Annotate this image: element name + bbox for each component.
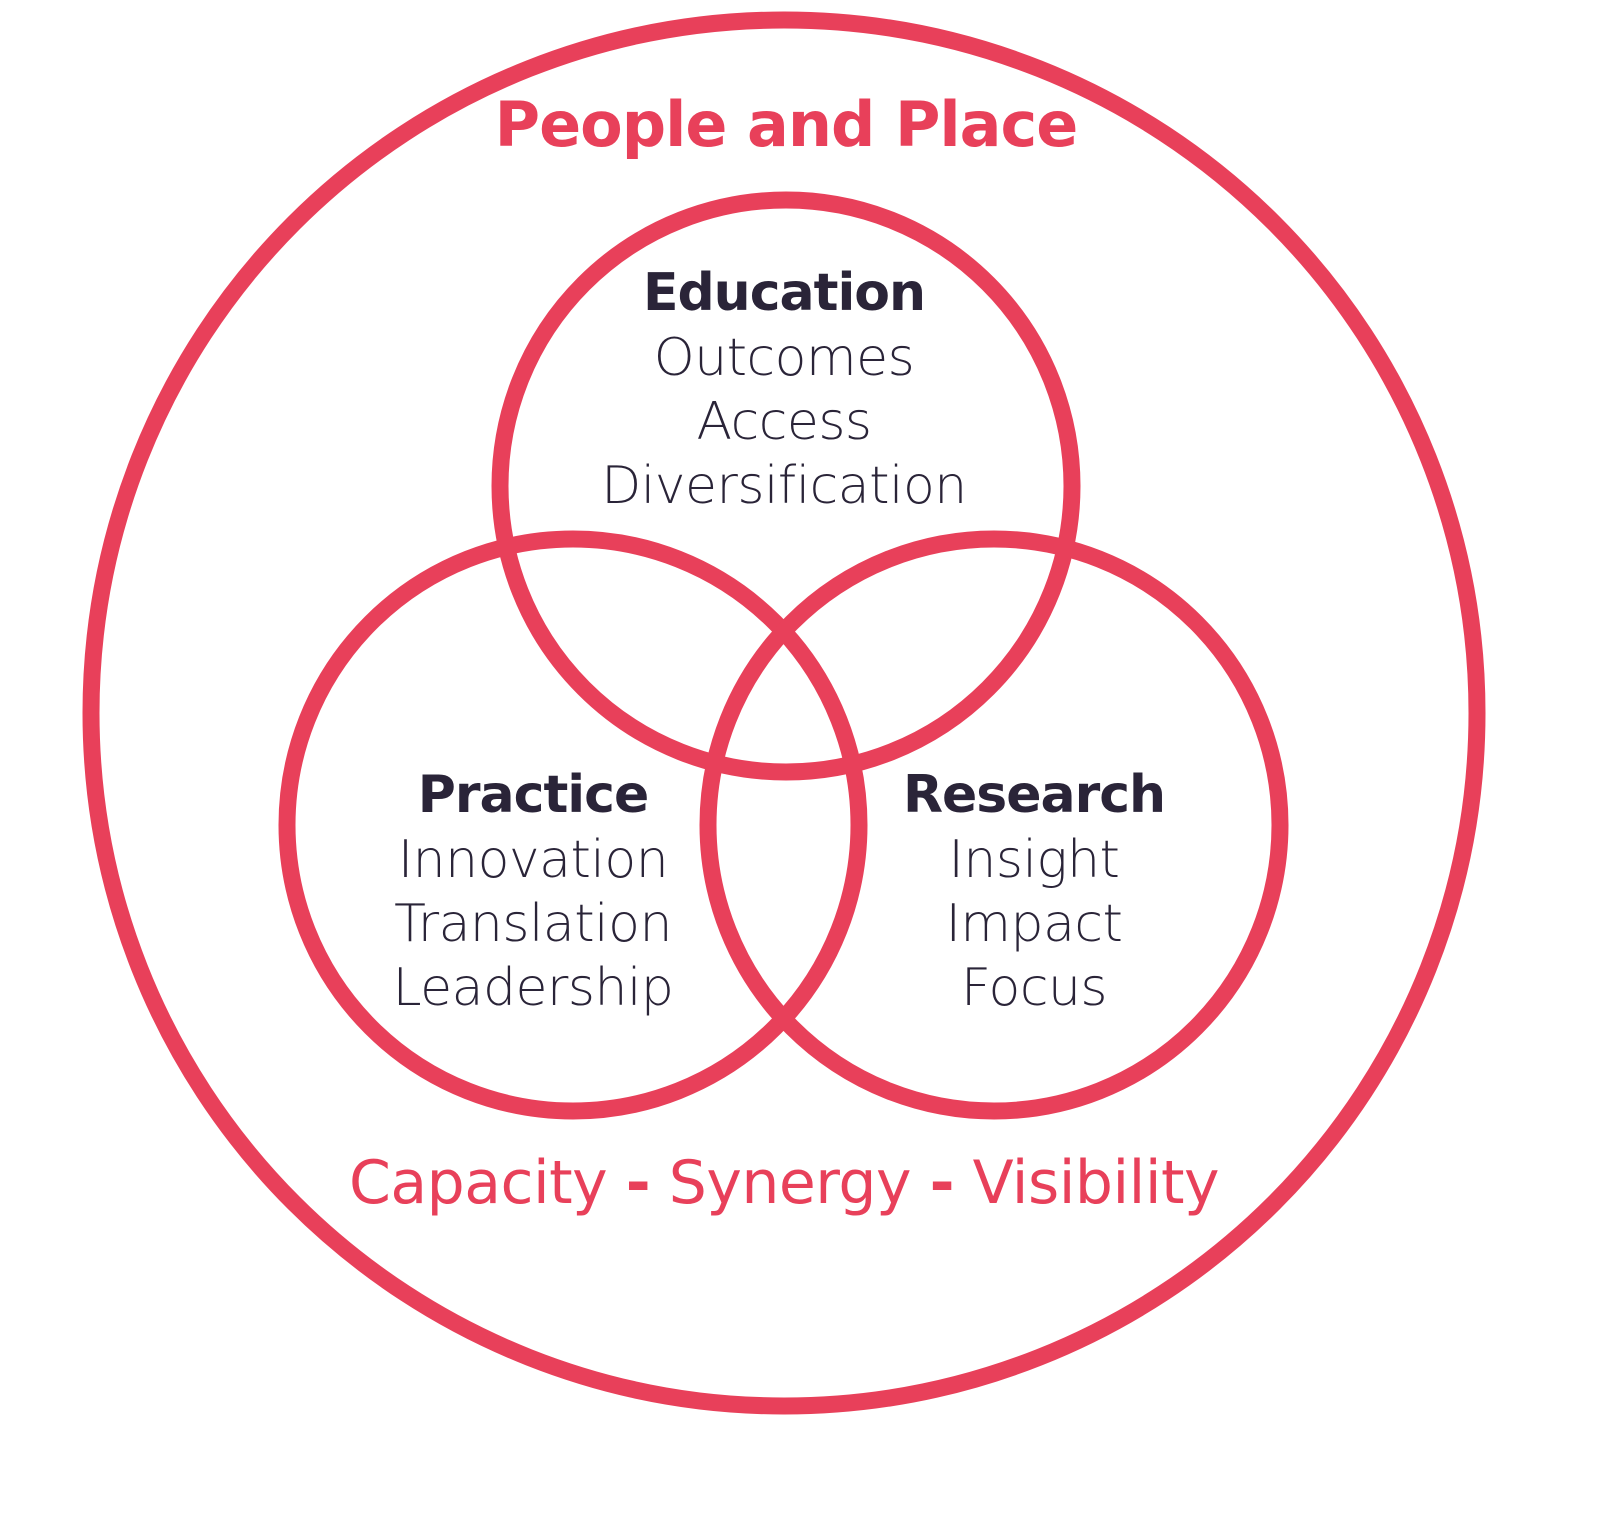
circle-research bbox=[699, 530, 1289, 1120]
education-heading: Education bbox=[642, 263, 926, 323]
education-item: Diversification bbox=[601, 456, 967, 516]
practice-item: Innovation bbox=[397, 830, 669, 890]
research-item: Insight bbox=[948, 830, 1120, 890]
practice-item: Translation bbox=[394, 894, 672, 954]
education-group: Education Outcomes Access Diversificatio… bbox=[601, 260, 967, 518]
circle-education bbox=[491, 191, 1081, 781]
footer-item-synergy: Synergy bbox=[668, 1148, 912, 1218]
outer-circle-people-and-place bbox=[82, 11, 1486, 1415]
circle-practice bbox=[278, 530, 868, 1120]
research-item: Focus bbox=[960, 958, 1108, 1018]
research-item: Impact bbox=[945, 894, 1123, 954]
practice-heading: Practice bbox=[417, 765, 649, 825]
education-item: Outcomes bbox=[653, 328, 915, 388]
footer-item-capacity: Capacity bbox=[348, 1148, 608, 1218]
education-item: Access bbox=[696, 392, 872, 452]
footer-item-visibility: Visibility bbox=[972, 1148, 1220, 1218]
research-heading: Research bbox=[902, 765, 1166, 825]
research-group: Research Insight Impact Focus bbox=[902, 762, 1166, 1020]
footer-values: Capacity - Synergy - Visibility bbox=[348, 1148, 1220, 1218]
practice-group: Practice Innovation Translation Leadersh… bbox=[393, 762, 674, 1020]
footer-separator: - bbox=[929, 1148, 955, 1218]
diagram-title: People and Place bbox=[494, 88, 1079, 161]
practice-item: Leadership bbox=[392, 958, 674, 1018]
footer-separator: - bbox=[625, 1148, 651, 1218]
